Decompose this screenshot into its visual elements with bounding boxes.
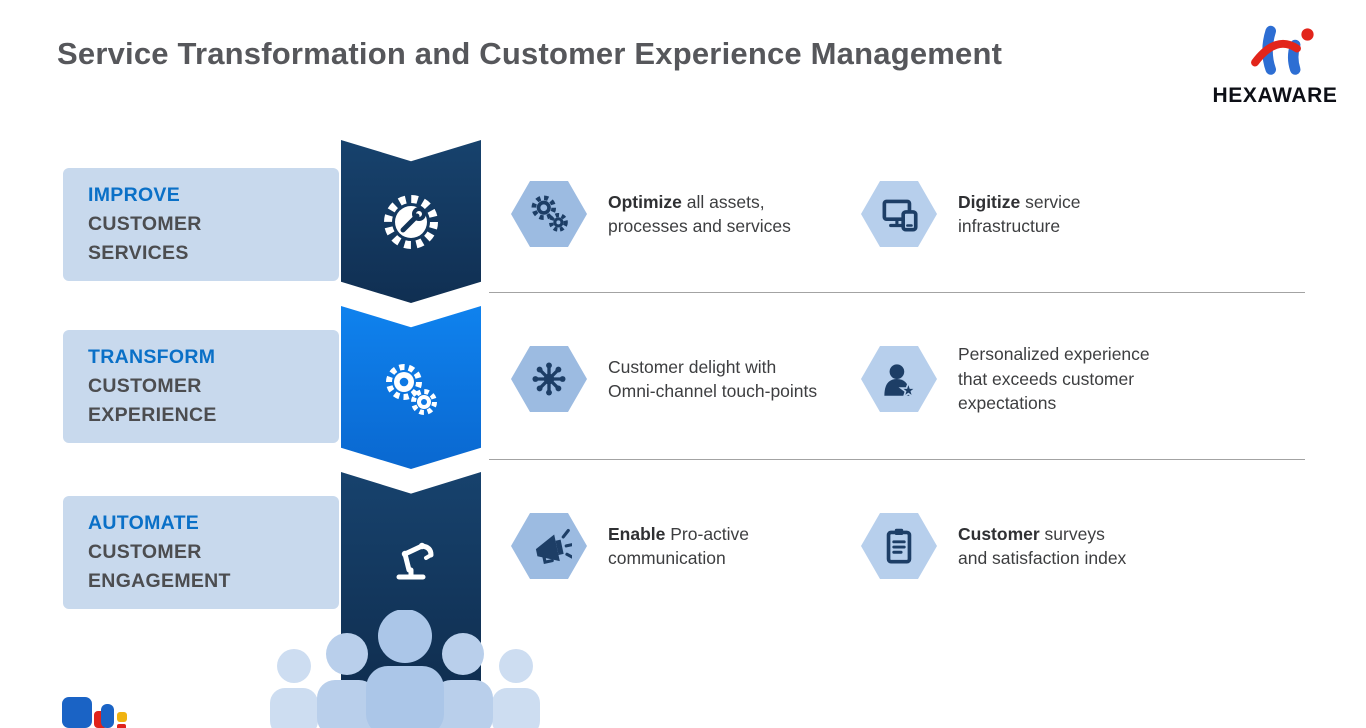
item-text-rest: service infrastructure: [958, 191, 1081, 237]
hexagon-badge: [861, 513, 937, 579]
label-transform-customer-experience: TRANSFORM CUSTOMER EXPERIENCE: [63, 330, 339, 443]
item-text: Optimize all assets, processes and servi…: [608, 190, 791, 239]
ribbon-segment-transform: [341, 306, 481, 469]
hexaware-wordmark: HEXAWARE: [1212, 84, 1338, 107]
devices-icon: [882, 199, 918, 232]
page-title: Service Transformation and Customer Expe…: [57, 36, 1003, 71]
label-rest: CUSTOMER SERVICES: [88, 213, 202, 264]
item-text-rest: Personalized experience that exceeds cus…: [958, 344, 1150, 414]
item-text: Customer surveys and satisfaction index: [958, 522, 1126, 571]
mark-yellow-dot: [117, 712, 127, 722]
label-rest: CUSTOMER ENGAGEMENT: [88, 541, 231, 592]
hexagon-badge: [861, 346, 937, 412]
gears-icon: [386, 364, 437, 415]
item-text: Customer delight with Omni-channel touch…: [608, 355, 817, 404]
item-text-bold: Digitize: [958, 191, 1021, 212]
cogs-icon: [531, 195, 568, 232]
clipboard-icon: [886, 528, 912, 564]
item-proactive-communication: Enable Pro-active communication: [511, 513, 881, 579]
label-automate-customer-engagement: AUTOMATE CUSTOMER ENGAGEMENT: [63, 496, 339, 609]
item-text-bold: Optimize: [608, 191, 682, 212]
item-personalized-experience: Personalized experience that exceeds cus…: [861, 344, 1231, 413]
people-silhouettes-icon: [270, 610, 540, 728]
hexagon-badge: [511, 513, 587, 579]
hexagon-badge: [511, 346, 587, 412]
hexaware-mark-fragment: [62, 697, 192, 728]
row-divider: [489, 292, 1305, 293]
item-text-bold: Enable: [608, 523, 666, 544]
item-text: Digitize service infrastructure: [958, 190, 1081, 239]
item-text: Enable Pro-active communication: [608, 522, 749, 571]
item-digitize-infrastructure: Digitize service infrastructure: [861, 181, 1231, 247]
item-text-rest: all assets, processes and services: [608, 191, 791, 237]
gear-wrench-icon: [384, 195, 438, 249]
megaphone-icon: [535, 528, 572, 565]
robot-arm-icon: [396, 542, 434, 580]
item-text: Personalized experience that exceeds cus…: [958, 342, 1150, 416]
ribbon-segment-improve: [341, 140, 481, 303]
row-divider: [489, 459, 1305, 460]
item-text-rest: surveys and satisfaction index: [958, 523, 1127, 569]
omni-channel-icon: [532, 362, 566, 396]
hexagon-badge: [861, 181, 937, 247]
hexagon-badge: [511, 181, 587, 247]
label-accent: TRANSFORM: [88, 346, 216, 368]
mark-red-dot: [117, 724, 126, 728]
label-accent: IMPROVE: [88, 184, 181, 206]
item-text-bold: Customer: [958, 523, 1040, 544]
label-accent: AUTOMATE: [88, 512, 200, 534]
item-customer-surveys: Customer surveys and satisfaction index: [861, 513, 1231, 579]
label-improve-customer-services: IMPROVE CUSTOMER SERVICES: [63, 168, 339, 281]
person-star-icon: [884, 364, 919, 399]
item-text-rest: Pro-active communication: [608, 523, 750, 569]
hexaware-logo-icon: [1251, 25, 1314, 75]
mark-blue-bar: [101, 704, 114, 728]
item-text-rest: Customer delight with Omni-channel touch…: [608, 356, 818, 402]
item-omni-channel-delight: Customer delight with Omni-channel touch…: [511, 346, 881, 412]
mark-blue-square: [62, 697, 92, 728]
label-rest: CUSTOMER EXPERIENCE: [88, 375, 217, 426]
item-optimize-assets: Optimize all assets, processes and servi…: [511, 181, 881, 247]
